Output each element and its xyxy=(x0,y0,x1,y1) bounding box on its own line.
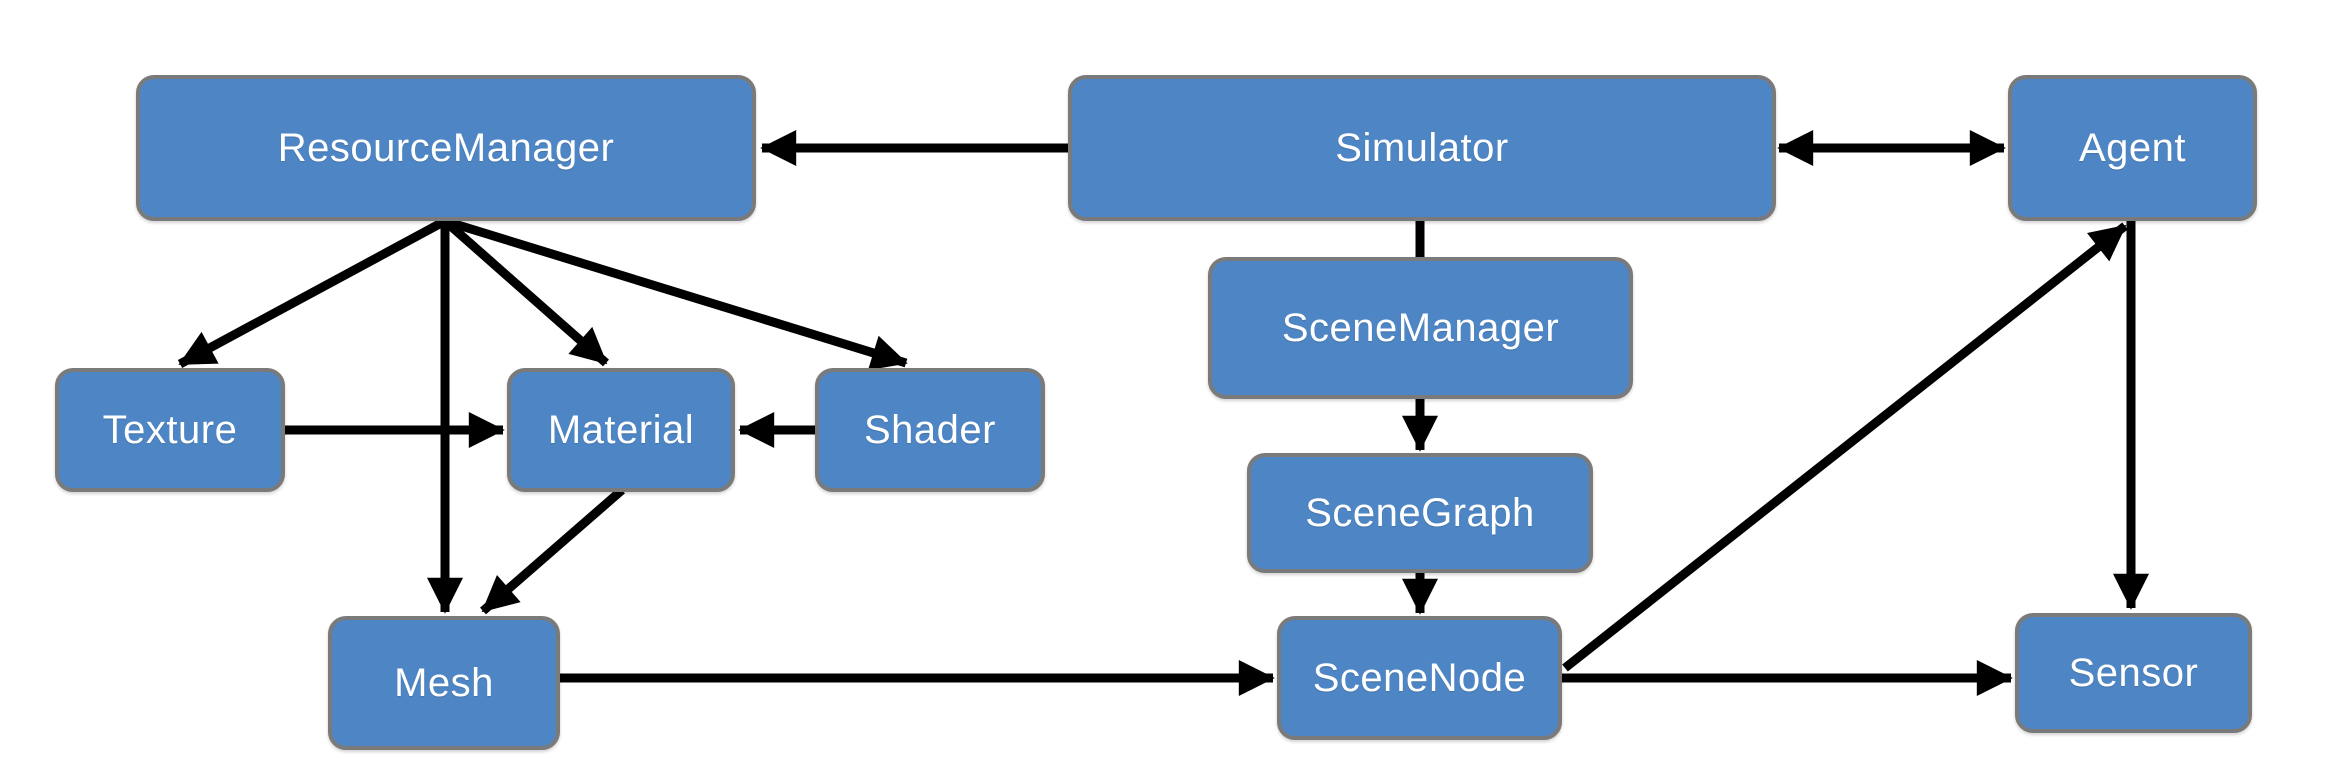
node-label-texture: Texture xyxy=(102,407,238,452)
node-label-scene-graph: SceneGraph xyxy=(1305,490,1535,535)
node-texture: Texture xyxy=(55,368,285,492)
edge-resource-manager-to-texture xyxy=(177,217,448,368)
node-label-scene-node: SceneNode xyxy=(1312,655,1527,700)
node-mesh: Mesh xyxy=(328,616,560,750)
node-material: Material xyxy=(507,368,735,492)
node-label-simulator: Simulator xyxy=(1335,125,1509,170)
node-shader: Shader xyxy=(815,368,1045,492)
node-scene-graph: SceneGraph xyxy=(1247,453,1593,573)
node-scene-node: SceneNode xyxy=(1277,616,1562,740)
edge-resource-manager-to-material xyxy=(442,217,609,367)
edge-scene-node-to-agent xyxy=(1562,222,2128,672)
node-resource-manager: ResourceManager xyxy=(136,75,756,221)
node-agent: Agent xyxy=(2008,75,2257,221)
node-label-mesh: Mesh xyxy=(394,660,494,705)
node-simulator: Simulator xyxy=(1068,75,1776,221)
node-label-sensor: Sensor xyxy=(2068,650,2199,695)
node-label-scene-manager: SceneManager xyxy=(1281,305,1560,350)
edge-material-to-mesh xyxy=(480,486,625,615)
node-label-resource-manager: ResourceManager xyxy=(277,125,615,170)
edge-resource-manager-to-shader xyxy=(443,216,908,371)
node-scene-manager: SceneManager xyxy=(1208,257,1633,399)
node-label-material: Material xyxy=(547,407,695,452)
node-label-shader: Shader xyxy=(864,407,996,452)
node-label-agent: Agent xyxy=(2078,125,2187,170)
node-sensor: Sensor xyxy=(2015,613,2252,733)
